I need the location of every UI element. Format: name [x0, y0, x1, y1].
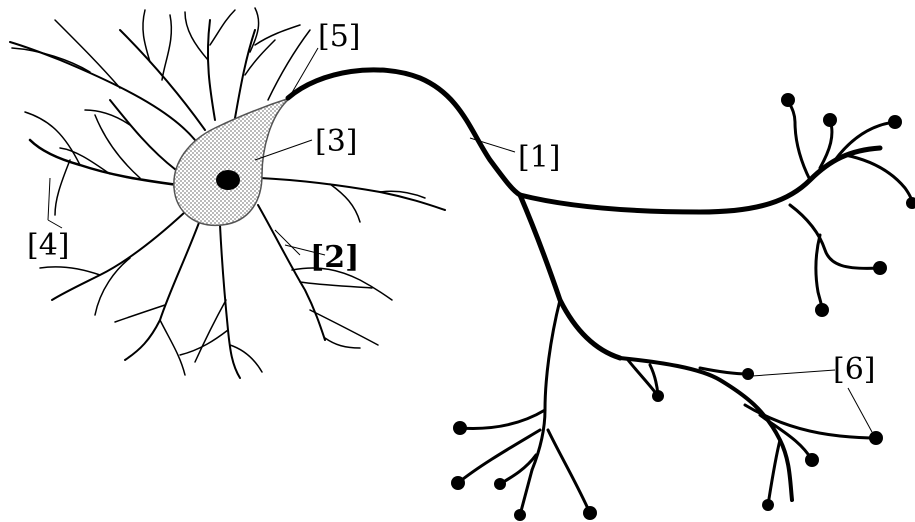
label-2: [2] [310, 243, 359, 273]
nucleus [216, 170, 240, 190]
axon-collateral [458, 195, 876, 515]
label-3: [3] [315, 127, 358, 157]
label-1: [1] [518, 143, 561, 173]
label-5: [5] [318, 22, 361, 52]
axon-terminals-upper [788, 100, 912, 310]
label-6: [6] [833, 355, 876, 385]
label-4: [4] [27, 231, 70, 261]
cell-body [174, 98, 290, 225]
